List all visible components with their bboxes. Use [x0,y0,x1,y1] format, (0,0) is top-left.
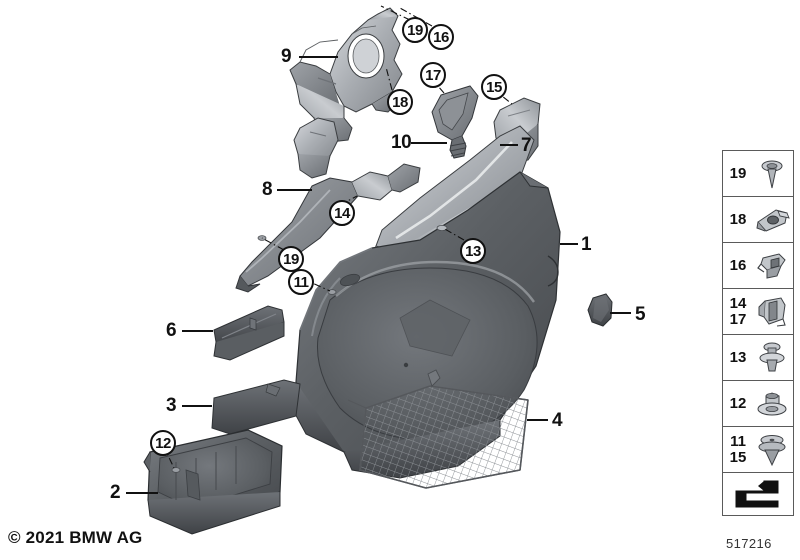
leader-line-19 [380,5,411,21]
legend-number: 11 [730,432,746,450]
legend-number: 14 [729,294,747,312]
part-8-trim-rail [235,163,421,293]
callout-9[interactable]: 9 [281,46,292,67]
callout-16[interactable]: 16 [428,24,454,50]
callout-7[interactable]: 7 [521,135,532,156]
legend-number: 19 [729,164,747,182]
hex-nut-washer-icon [751,381,793,426]
callout-4[interactable]: 4 [552,410,563,431]
legend-row-19[interactable]: 19 [723,151,793,197]
spring-clamp-icon [751,243,793,288]
part-4-cargo-net [347,369,529,489]
part-2-storage-tray [143,429,283,535]
legend-number: 18 [729,210,747,228]
callout-11[interactable]: 11 [288,269,314,295]
legend-row-13[interactable]: 13 [723,335,793,381]
callout-19[interactable]: 19 [402,17,428,43]
legend-row-direction[interactable] [723,473,793,515]
callout-19[interactable]: 19 [278,246,304,272]
copyright-notice: © 2021 BMW AG [8,528,143,547]
leader-line-18 [385,66,393,91]
diagram-id-label: 517216 [726,536,772,551]
callout-15[interactable]: 15 [481,74,507,100]
edge-clip-icon [751,289,793,334]
legend-row-numbers: 18 [725,210,751,228]
legend-number: 17 [729,310,747,328]
callout-12[interactable]: 12 [150,430,176,456]
push-in-plug-icon [751,427,793,472]
callout-2[interactable]: 2 [110,482,121,503]
legend-row-numbers: 16 [725,256,751,274]
callout-14[interactable]: 14 [329,200,355,226]
rivet-pin-icon [751,151,793,196]
legend-number: 15 [729,448,747,466]
callout-5[interactable]: 5 [635,304,646,325]
legend-row-numbers: 13 [725,348,751,366]
part-3-floor-panel [211,379,301,435]
callout-1[interactable]: 1 [581,234,592,255]
part-5-cover-cap [587,293,613,327]
u-clip-nut-icon [751,197,793,242]
callout-6[interactable]: 6 [166,320,177,341]
callout-3[interactable]: 3 [166,395,177,416]
legend-row-18[interactable]: 18 [723,197,793,243]
callout-13[interactable]: 13 [460,238,486,264]
legend-number: 12 [729,394,747,412]
callout-10[interactable]: 10 [391,132,412,153]
part-10-duct-stub [293,117,339,179]
callout-17[interactable]: 17 [420,62,446,88]
legend-row-numbers: 12 [725,394,751,412]
leader-line-19 [261,237,285,251]
legend-number: 16 [729,256,747,274]
callout-8[interactable]: 8 [262,179,273,200]
part-17-rubber-boot [431,85,479,159]
legend-row-16[interactable]: 16 [723,243,793,289]
callout-18[interactable]: 18 [387,89,413,115]
legend-number: 13 [729,348,747,366]
leader-line-13 [442,227,465,241]
expanding-rivet-icon [751,335,793,380]
direction-arrow-icon [723,473,793,515]
legend-row-12[interactable]: 12 [723,381,793,427]
part-6-trim-strip [213,305,285,361]
legend-row-numbers: 19 [725,164,751,182]
